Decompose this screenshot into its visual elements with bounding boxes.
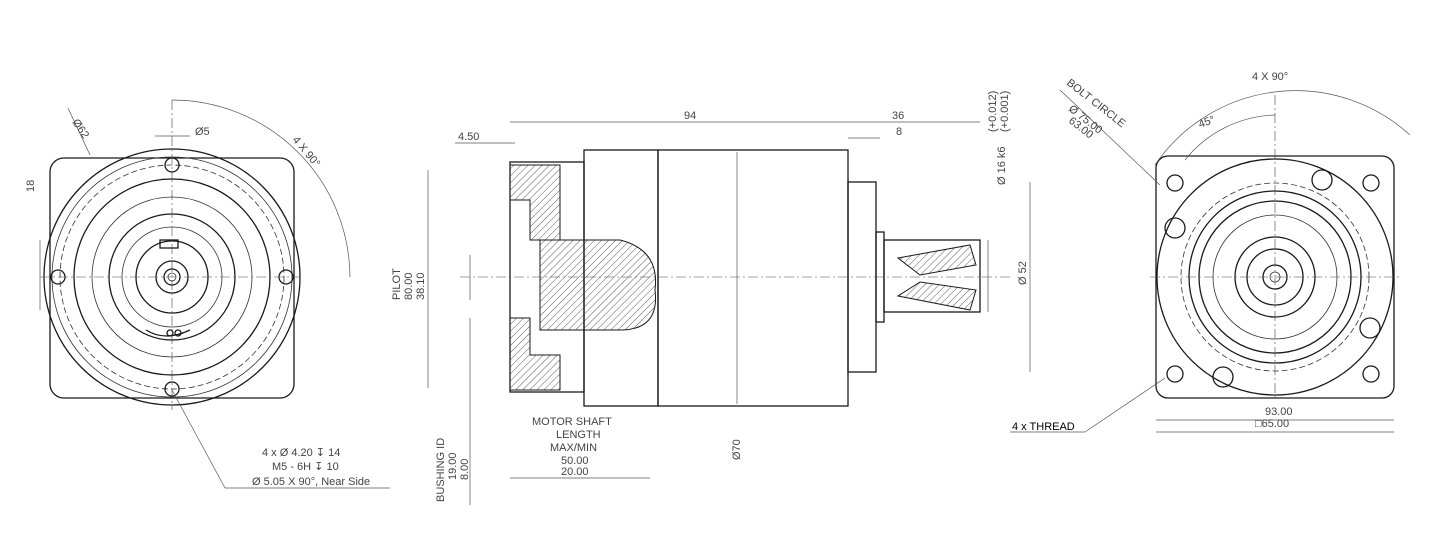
side-dim4-50: 4.50 xyxy=(458,131,479,143)
side-dim36: 36 xyxy=(892,110,904,122)
side-tol-upper: (+0.012) xyxy=(987,91,999,132)
side-dim8: 8 xyxy=(896,126,902,138)
side-length: LENGTH xyxy=(556,429,601,441)
side-dia52: Ø 52 xyxy=(1017,261,1029,285)
rear-sq93: 93.00 xyxy=(1265,406,1293,418)
side-view xyxy=(427,121,1031,505)
side-dia70: Ø70 xyxy=(731,439,743,460)
rear-thread-br xyxy=(1362,365,1380,383)
side-shaft-dia: Ø 16 k6 xyxy=(996,146,1008,185)
rear-bolt-4 xyxy=(1359,317,1381,339)
rear-thread-label: 4 x THREAD xyxy=(1012,421,1075,433)
front-key xyxy=(159,239,179,249)
rear-thread-bl xyxy=(1166,365,1184,383)
side-min-val: 20.00 xyxy=(561,466,589,478)
rear-thread-tr xyxy=(1362,174,1380,192)
rear-sq65: □65.00 xyxy=(1255,418,1289,430)
side-bushing-val1: 19.00 xyxy=(447,452,459,480)
side-bushing-label: BUSHING ID xyxy=(435,438,447,502)
side-tol-lower: (+0.001) xyxy=(999,91,1011,132)
side-pilot-label: PILOT xyxy=(391,268,403,300)
front-angle-label: 4 X 90° xyxy=(290,134,322,169)
front-view xyxy=(39,99,390,489)
rear-bolt-2 xyxy=(1164,217,1186,239)
side-max-val: 50.00 xyxy=(561,455,589,467)
side-output-shaft xyxy=(883,239,981,313)
rear-angle-label: 4 X 90° xyxy=(1252,71,1288,83)
side-pilot-val2: 38.10 xyxy=(415,272,427,300)
rear-view xyxy=(1010,89,1411,433)
rear-bolt-1 xyxy=(1311,169,1333,191)
side-dim94: 94 xyxy=(684,110,696,122)
front-dia5-label: Ø5 xyxy=(195,126,210,138)
front-dim18-label: 18 xyxy=(25,180,37,192)
rear-angle45: 45° xyxy=(1197,114,1217,131)
front-note-line1: 4 x Ø 4.20 ↧ 14 xyxy=(262,447,340,459)
front-note-line2: M5 - 6H ↧ 10 xyxy=(272,461,339,473)
rear-thread-tl xyxy=(1166,174,1184,192)
side-motor-shaft: MOTOR SHAFT xyxy=(532,416,612,428)
rear-bolt-3 xyxy=(1212,366,1234,388)
side-bushing-val2: 8.00 xyxy=(459,459,471,480)
side-max-min: MAX/MIN xyxy=(550,442,597,454)
front-dia62-label: Ø62 xyxy=(70,117,92,141)
side-pilot-val1: 80.00 xyxy=(403,272,415,300)
side-housing-main xyxy=(657,149,849,407)
front-note-line3: Ø 5.05 X 90°, Near Side xyxy=(252,476,370,488)
